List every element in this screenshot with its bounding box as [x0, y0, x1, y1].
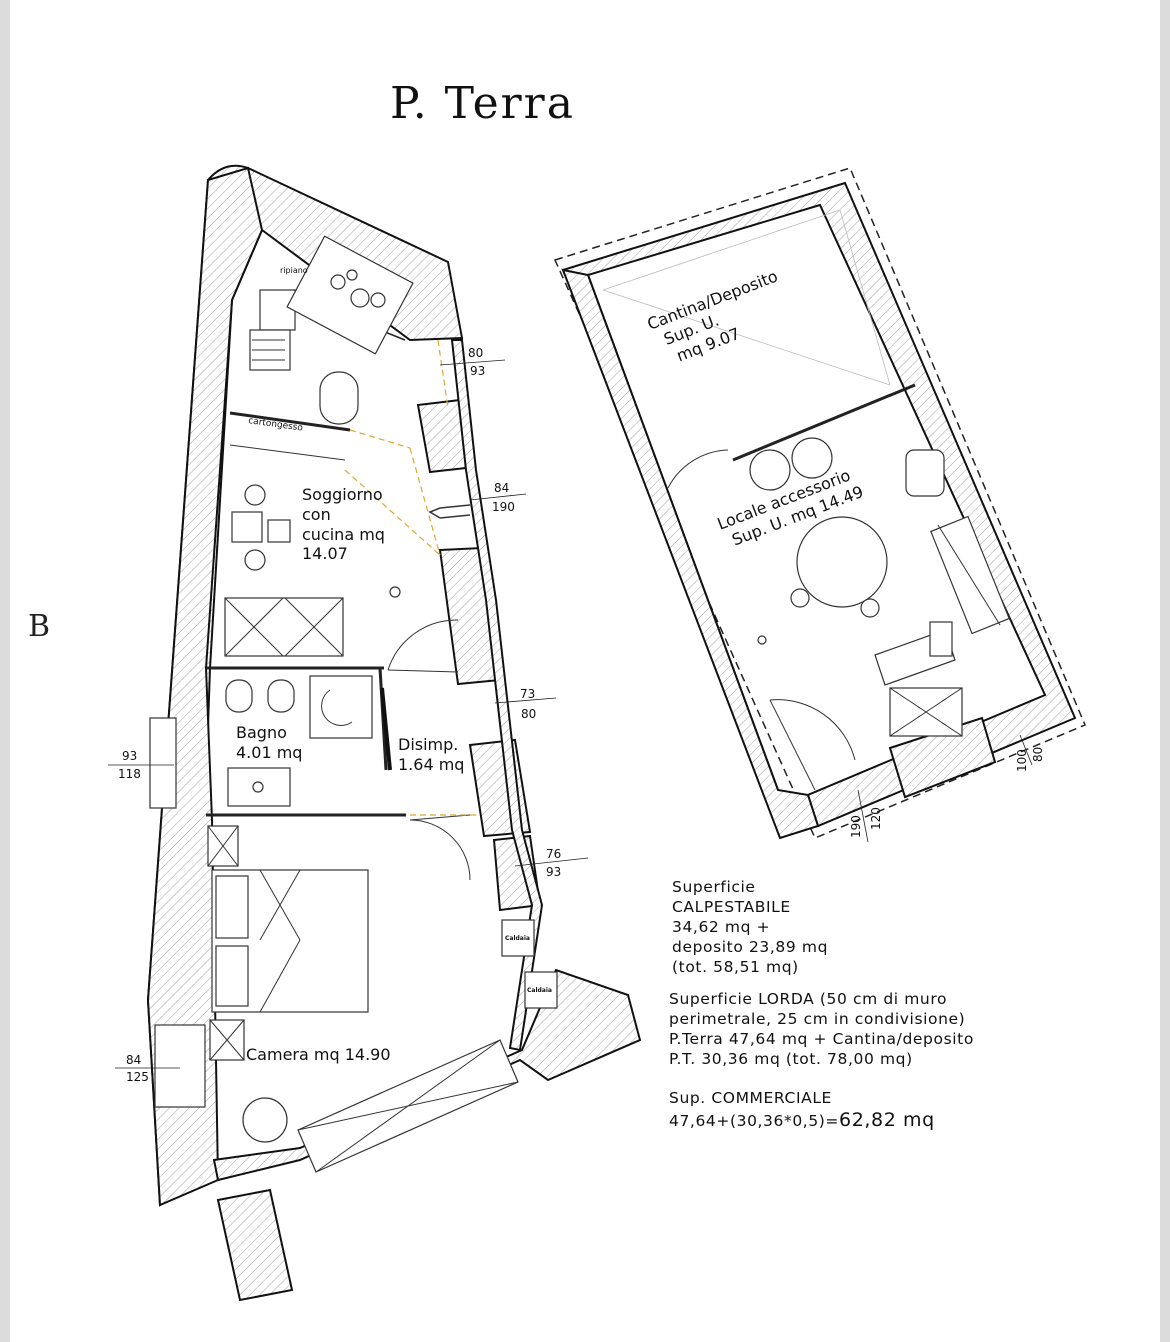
dim-7-top: 120	[869, 807, 883, 830]
cantina-fixtures	[667, 437, 1010, 791]
bagno-line-2: 4.01 mq	[236, 743, 302, 762]
dimension-84-190: 84 190	[469, 481, 527, 514]
ripiano-label: ripiano	[280, 266, 308, 275]
disimp-line-2: 1.64 mq	[398, 755, 464, 774]
side-marker: B	[28, 609, 50, 644]
dim-2-bottom: 190	[492, 500, 515, 514]
dim-6-bottom: 125	[126, 1070, 149, 1084]
caldaia-label-1: Caldaia	[505, 935, 530, 942]
soggiorno-line-1: Soggiorno	[302, 485, 383, 504]
disimp-line-1: Disimp.	[398, 735, 458, 754]
calpestabile-line-1: Superficie	[672, 878, 756, 896]
dim-6-top: 84	[126, 1053, 141, 1067]
commerciale-line: 47,64+(30,36*0,5)=62,82 mq	[669, 1109, 935, 1131]
cantina-walls	[553, 167, 1086, 840]
surface-notes: Superficie CALPESTABILE 34,62 mq + depos…	[669, 878, 974, 1131]
dimension-80-100: 80 100	[1015, 734, 1045, 772]
soggiorno-line-4: 14.07	[302, 544, 348, 563]
dim-1-bottom: 93	[470, 364, 485, 378]
bagno-line-1: Bagno	[236, 723, 287, 742]
kitchen-fixtures	[249, 235, 414, 425]
dim-7-bottom: 190	[849, 815, 863, 838]
bedroom-furniture	[207, 814, 519, 1173]
dim-4-top: 76	[546, 847, 561, 861]
commerciale-label: Sup. COMMERCIALE	[669, 1089, 832, 1107]
dim-3-top: 73	[520, 687, 535, 701]
boiler-fixtures	[501, 919, 558, 1009]
soggiorno-line-2: con	[302, 505, 331, 524]
calpestabile-line-5: (tot. 58,51 mq)	[672, 958, 799, 976]
living-furniture	[224, 484, 459, 673]
soggiorno-line-3: cucina mq	[302, 525, 385, 544]
calpestabile-line-3: 34,62 mq +	[672, 918, 770, 936]
dim-4-bottom: 93	[546, 865, 561, 879]
dimension-120-190: 120 190	[849, 789, 883, 843]
bathroom-fixtures	[225, 675, 392, 807]
dimension-93-118: 93 118	[108, 717, 177, 809]
dimension-84-125: 84 125	[115, 1024, 206, 1108]
dim-8-top: 80	[1031, 747, 1045, 762]
calpestabile-line-4: deposito 23,89 mq	[672, 938, 828, 956]
door-swings	[344, 339, 478, 816]
lorda-line-2: perimetrale, 25 cm in condivisione)	[669, 1010, 965, 1028]
dim-3-bottom: 80	[521, 707, 536, 721]
dim-5-top: 93	[122, 749, 137, 763]
plan-title: P. Terra	[390, 78, 575, 129]
dim-2-top: 84	[494, 481, 509, 495]
dim-1-top: 80	[468, 346, 483, 360]
dimension-80-93: 80 93	[439, 346, 506, 378]
calpestabile-line-2: CALPESTABILE	[672, 898, 791, 916]
commerciale-formula: 47,64+(30,36*0,5)=	[669, 1112, 839, 1130]
lorda-line-4: P.T. 30,36 mq (tot. 78,00 mq)	[669, 1050, 913, 1068]
frame-right	[1160, 0, 1170, 1342]
dim-5-bottom: 118	[118, 767, 141, 781]
commerciale-value: 62,82 mq	[839, 1109, 935, 1131]
caldaia-label-2: Caldaia	[527, 987, 552, 994]
camera-label: Camera mq 14.90	[246, 1045, 391, 1064]
dimension-73-80: 73 80	[494, 687, 557, 721]
frame-left	[0, 0, 10, 1342]
dimension-76-93: 76 93	[514, 847, 589, 879]
lorda-line-1: Superficie LORDA (50 cm di muro	[669, 990, 947, 1008]
dim-8-bottom: 100	[1015, 749, 1029, 772]
lorda-line-3: P.Terra 47,64 mq + Cantina/deposito	[669, 1030, 974, 1048]
